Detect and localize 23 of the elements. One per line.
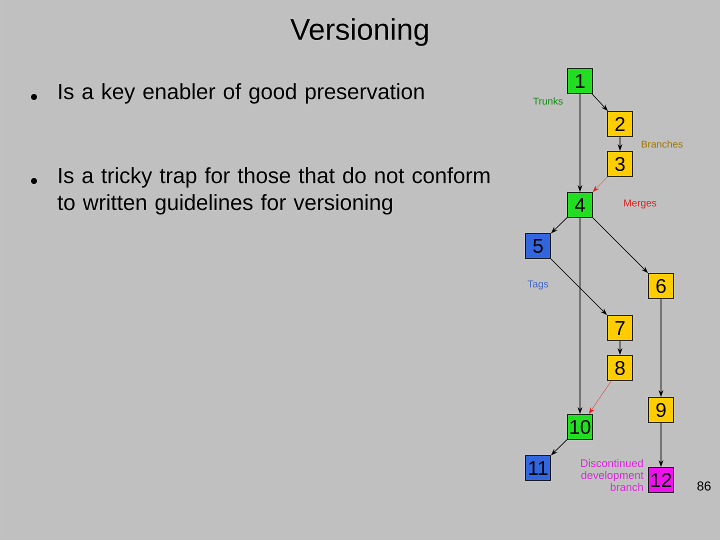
version-box: 8 — [607, 355, 633, 381]
category-label: Tags — [528, 280, 548, 290]
version-box: 6 — [648, 273, 674, 299]
note: Discontinued development branch — [581, 459, 644, 491]
version-box: 3 — [607, 151, 633, 177]
version-box: 1 — [567, 68, 593, 94]
version-box: 11 — [525, 455, 551, 481]
category-label: Trunks — [533, 97, 563, 105]
title: Versioning — [290, 18, 428, 46]
bullet-text: Is a tricky trap for those that do not conform to written guidelines for versioning — [58, 167, 490, 215]
arrow — [588, 380, 612, 414]
version-box: 10 — [567, 414, 593, 440]
version-box: 5 — [525, 233, 551, 259]
version-box: 9 — [648, 397, 674, 423]
category-label: Merges — [624, 200, 656, 208]
version-box: 12 — [648, 467, 674, 493]
bullet-text: Is a key enabler of good preservation — [59, 83, 424, 104]
version-box: 2 — [607, 111, 633, 137]
category-label: Branches — [642, 140, 683, 148]
arrow — [592, 176, 608, 192]
page-number: 86 — [697, 481, 711, 491]
version-box: 7 — [607, 315, 633, 341]
version-box: 4 — [567, 192, 593, 218]
